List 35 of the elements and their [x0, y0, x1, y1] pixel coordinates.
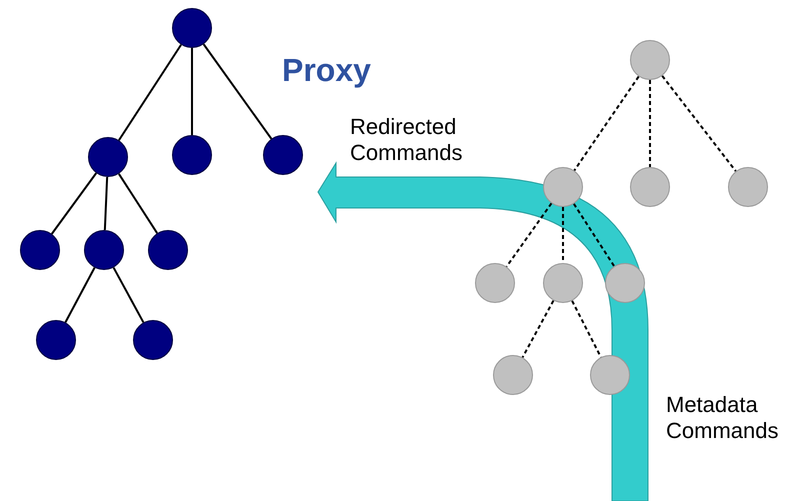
- tree-node-circle: [88, 137, 128, 177]
- tree-edge: [506, 202, 552, 268]
- tree-node-circle: [36, 320, 76, 360]
- flow-label: Redirected Commands: [350, 114, 464, 166]
- heading: Proxy: [282, 52, 371, 88]
- tree-edge: [51, 172, 97, 234]
- tree-edge: [649, 80, 651, 167]
- tree-node-circle: [20, 230, 60, 270]
- tree-node-circle: [263, 135, 303, 175]
- tree-node-circle: [630, 40, 670, 80]
- tree-node-circle: [728, 167, 768, 207]
- tree-edge: [522, 300, 554, 358]
- tree-edge: [112, 267, 144, 323]
- tree-edge: [104, 176, 108, 230]
- tree-node-circle: [172, 8, 212, 48]
- tree-node-circle: [493, 355, 533, 395]
- tree-node-circle: [172, 135, 212, 175]
- tree-node-circle: [590, 355, 630, 395]
- tree-edge: [661, 75, 737, 172]
- tree-node-circle: [630, 167, 670, 207]
- flow-label: Metadata Commands: [666, 392, 780, 444]
- tree-node-circle: [543, 263, 583, 303]
- tree-edge: [118, 44, 182, 141]
- tree-edge: [191, 48, 193, 135]
- tree-edge: [562, 207, 564, 263]
- tree-node-circle: [475, 263, 515, 303]
- tree-edge: [573, 203, 615, 267]
- tree-edge: [64, 267, 96, 323]
- tree-edge: [202, 44, 272, 140]
- tree-node-circle: [133, 320, 173, 360]
- tree-node-circle: [148, 230, 188, 270]
- tree-node-circle: [543, 167, 583, 207]
- tree-edge: [118, 173, 158, 234]
- tree-edge: [573, 76, 640, 172]
- tree-node-circle: [84, 230, 124, 270]
